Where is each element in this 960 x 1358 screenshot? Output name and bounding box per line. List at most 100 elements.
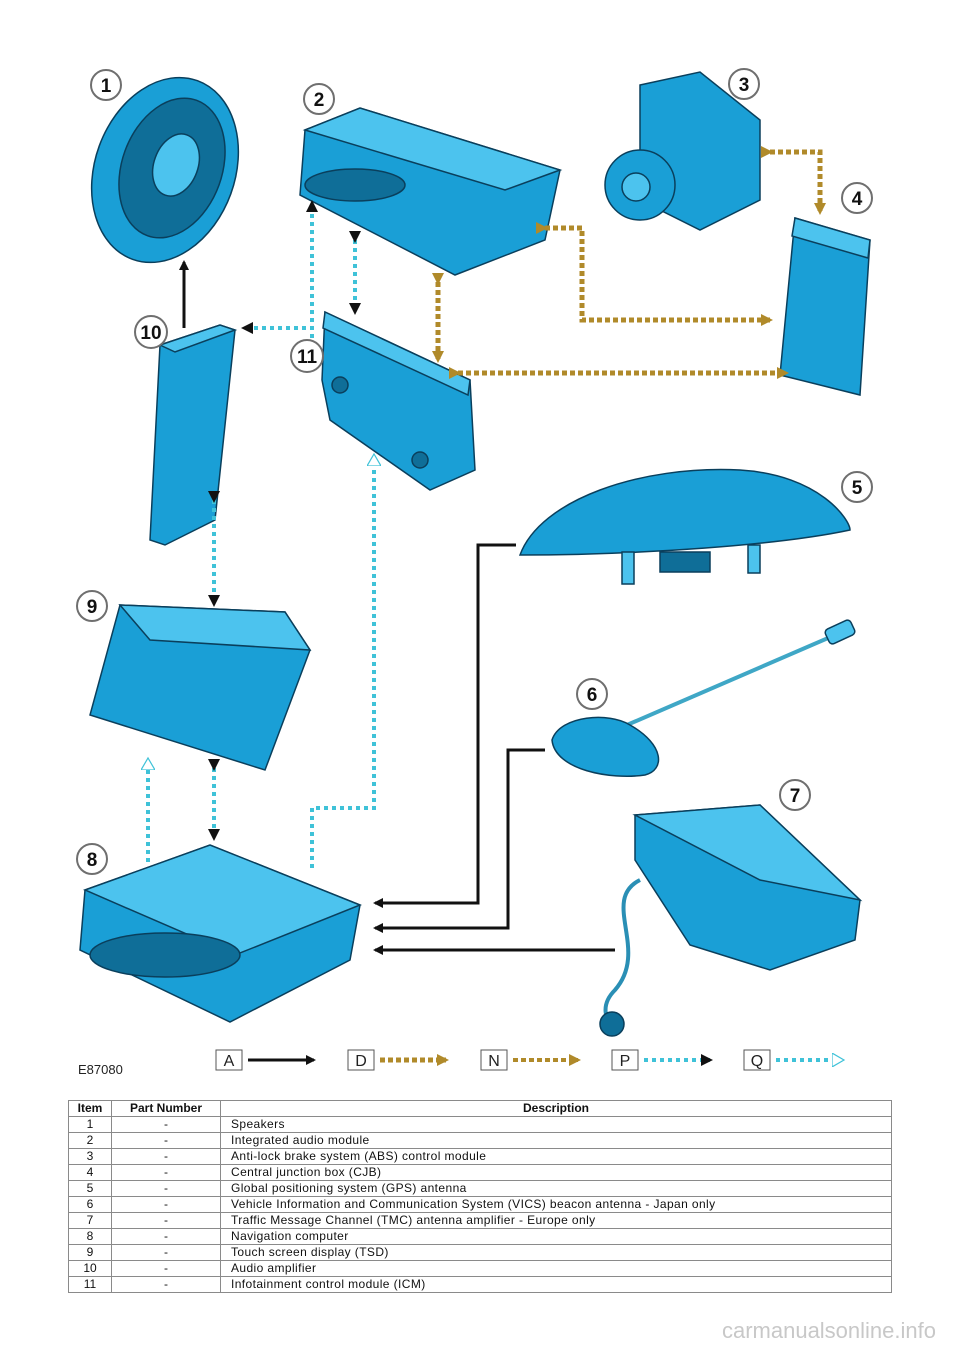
cell-description: Audio amplifier	[220, 1260, 892, 1277]
svg-text:7: 7	[790, 786, 801, 807]
cell-item: 5	[68, 1180, 112, 1197]
cell-description: Navigation computer	[220, 1228, 892, 1245]
table-row: 11-Infotainment control module (ICM)	[68, 1276, 892, 1293]
callout-1: 1	[90, 69, 122, 101]
table-row: 8-Navigation computer	[68, 1228, 892, 1245]
connection-d-audio-cjb	[536, 222, 773, 326]
cell-item: 7	[68, 1212, 112, 1229]
svg-text:8: 8	[87, 850, 98, 871]
legend-item-q: Q	[743, 1049, 842, 1071]
svg-text:1: 1	[101, 76, 112, 97]
callout-5: 5	[841, 471, 873, 503]
connection-q-nav-icm	[310, 456, 374, 868]
parts-table: Item Part Number Description 1-Speakers …	[68, 1100, 892, 1293]
cell-part-number: -	[111, 1148, 221, 1165]
legend-item-n: N	[480, 1049, 581, 1071]
connection-a-vics-nav	[373, 748, 545, 933]
cell-part-number: -	[111, 1276, 221, 1293]
table-row: 1-Speakers	[68, 1116, 892, 1133]
legend: A D N P Q	[215, 1049, 842, 1071]
callout-7: 7	[779, 779, 811, 811]
legend-item-p: P	[611, 1049, 713, 1071]
cell-description: Touch screen display (TSD)	[220, 1244, 892, 1261]
table-header-row: Item Part Number Description	[68, 1100, 892, 1117]
callout-10: 10	[134, 315, 168, 349]
cell-item: 10	[68, 1260, 112, 1277]
svg-text:4: 4	[852, 189, 863, 210]
svg-text:P: P	[620, 1053, 631, 1070]
table-row: 2-Integrated audio module	[68, 1132, 892, 1149]
gps-antenna-component	[518, 468, 851, 585]
cell-part-number: -	[111, 1212, 221, 1229]
svg-text:A: A	[224, 1053, 235, 1070]
cell-description: Anti-lock brake system (ABS) control mod…	[220, 1148, 892, 1165]
cell-description: Infotainment control module (ICM)	[220, 1276, 892, 1293]
cell-part-number: -	[111, 1228, 221, 1245]
vics-antenna-component	[551, 619, 856, 777]
cell-description: Speakers	[220, 1116, 892, 1133]
table-row: 9-Touch screen display (TSD)	[68, 1244, 892, 1261]
audio-amplifier-component	[149, 324, 238, 546]
cell-part-number: -	[111, 1116, 221, 1133]
cell-item: 1	[68, 1116, 112, 1133]
cell-part-number: -	[111, 1180, 221, 1197]
cell-item: 3	[68, 1148, 112, 1165]
callout-9: 9	[76, 590, 108, 622]
callout-6: 6	[576, 678, 608, 710]
cell-description: Central junction box (CJB)	[220, 1164, 892, 1181]
col-header-part-number: Part Number	[111, 1100, 221, 1117]
system-diagram: 1 2 3 4 5 6 7 8 9 10 11 E87080 A D N P	[76, 68, 873, 1077]
cell-item: 4	[68, 1164, 112, 1181]
abs-control-module-component	[604, 71, 761, 231]
svg-text:N: N	[488, 1053, 500, 1070]
cell-item: 2	[68, 1132, 112, 1149]
table-row: 4-Central junction box (CJB)	[68, 1164, 892, 1181]
table-row: 6-Vehicle Information and Communication …	[68, 1196, 892, 1213]
cell-part-number: -	[111, 1244, 221, 1261]
cell-description: Integrated audio module	[220, 1132, 892, 1149]
callout-3: 3	[728, 68, 760, 100]
col-header-description: Description	[220, 1100, 892, 1117]
cell-item: 6	[68, 1196, 112, 1213]
svg-text:11: 11	[297, 347, 318, 368]
callout-4: 4	[841, 182, 873, 214]
svg-text:9: 9	[87, 597, 98, 618]
svg-text:2: 2	[314, 90, 325, 111]
cell-part-number: -	[111, 1260, 221, 1277]
callout-8: 8	[76, 843, 108, 875]
connection-p-icm-to-amp	[241, 322, 314, 334]
legend-item-a: A	[215, 1049, 316, 1071]
connection-d-abs-cjb	[761, 146, 826, 215]
table-row: 10-Audio amplifier	[68, 1260, 892, 1277]
svg-text:6: 6	[587, 685, 598, 706]
col-header-item: Item	[68, 1100, 112, 1117]
svg-text:3: 3	[739, 75, 750, 96]
integrated-audio-module-component	[299, 107, 563, 276]
watermark: carmanualsonline.info	[721, 1318, 936, 1343]
cell-item: 8	[68, 1228, 112, 1245]
legend-item-d: D	[347, 1049, 449, 1071]
table-row: 5-Global positioning system (GPS) antenn…	[68, 1180, 892, 1197]
cell-part-number: -	[111, 1132, 221, 1149]
callout-2: 2	[303, 83, 335, 115]
table-row: 7-Traffic Message Channel (TMC) antenna …	[68, 1212, 892, 1229]
connection-a-gps-nav	[373, 543, 516, 908]
tmc-antenna-amplifier-component	[599, 804, 863, 1037]
speaker-component	[90, 76, 240, 264]
svg-text:5: 5	[852, 478, 863, 499]
navigation-computer-component	[79, 844, 363, 1023]
cell-description: Global positioning system (GPS) antenna	[220, 1180, 892, 1197]
infotainment-control-module-component	[321, 310, 476, 491]
svg-text:D: D	[355, 1053, 367, 1070]
cell-part-number: -	[111, 1164, 221, 1181]
touch-screen-display-component	[89, 604, 312, 771]
svg-text:Q: Q	[751, 1053, 763, 1070]
callout-11: 11	[290, 339, 324, 373]
cell-description: Traffic Message Channel (TMC) antenna am…	[220, 1212, 892, 1229]
cell-description: Vehicle Information and Communication Sy…	[220, 1196, 892, 1213]
cell-item: 9	[68, 1244, 112, 1261]
table-row: 3-Anti-lock brake system (ABS) control m…	[68, 1148, 892, 1165]
svg-text:10: 10	[140, 323, 161, 344]
cell-item: 11	[68, 1276, 112, 1293]
figure-id: E87080	[78, 1062, 123, 1077]
